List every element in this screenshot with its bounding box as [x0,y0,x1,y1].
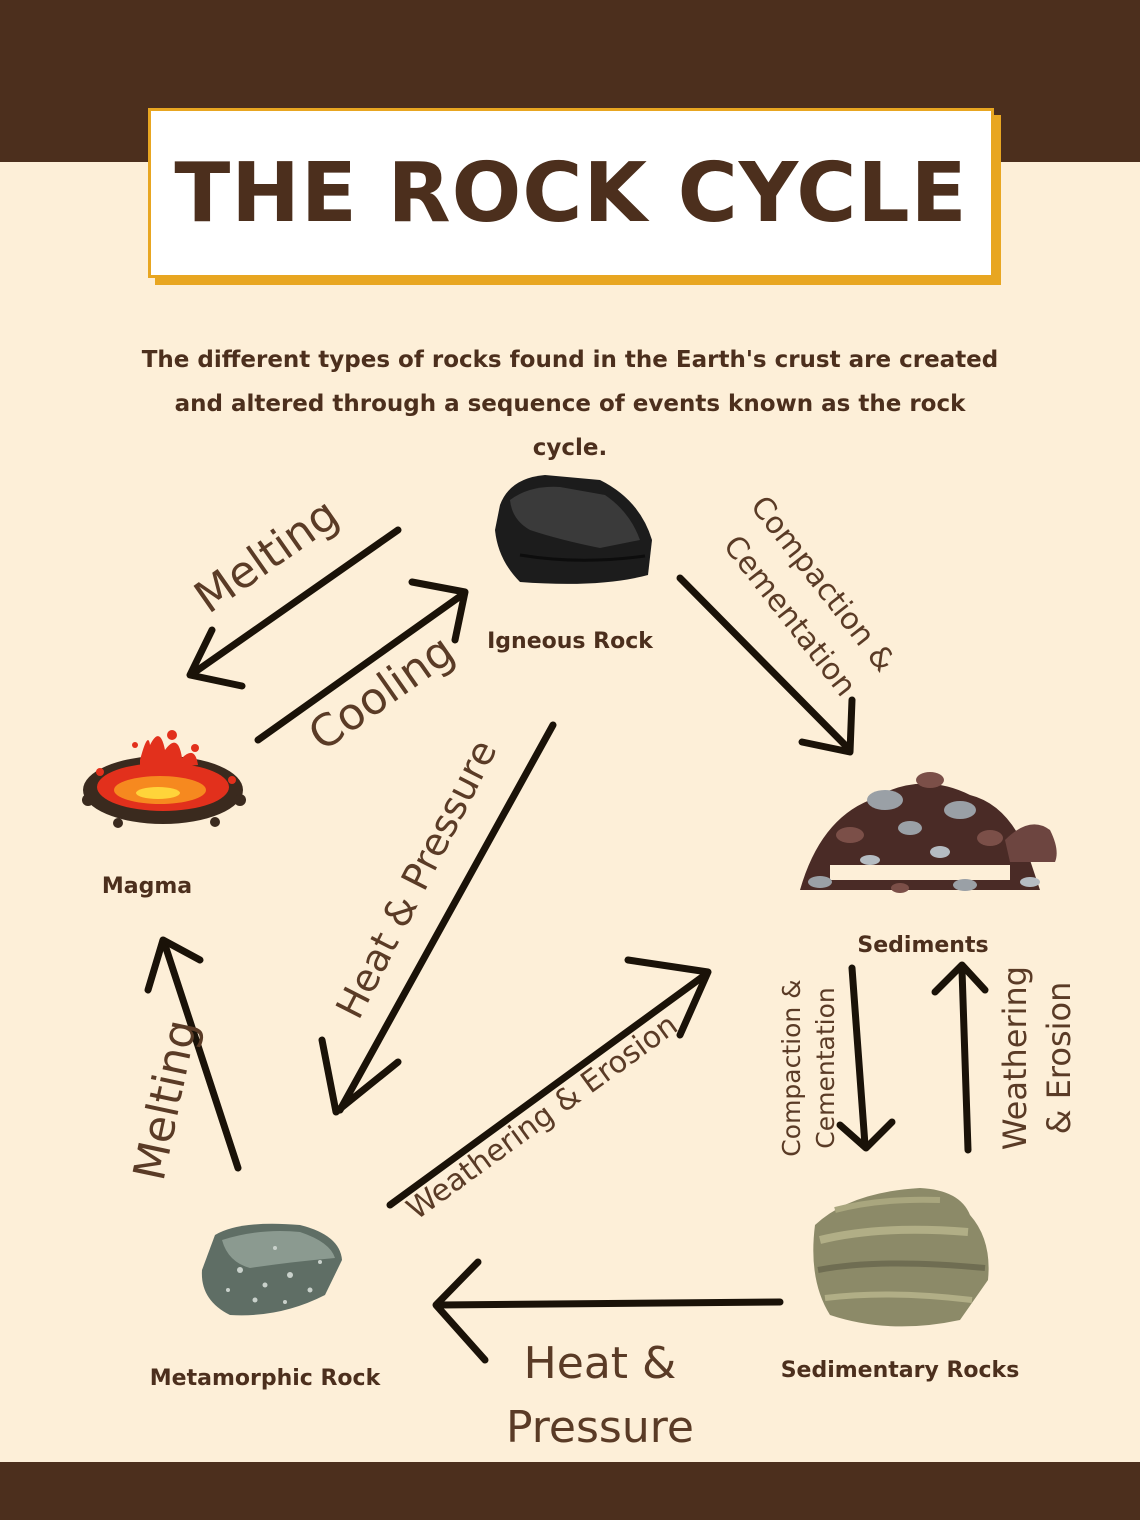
title-box: THE ROCK CYCLE [148,108,994,278]
label-heat-pressure-bottom-line2: Pressure [506,1402,694,1453]
arrow-heat-pressure-igneous-to-metamorphic [318,721,557,1116]
label-weathering-right-line2: & Erosion [1040,982,1078,1135]
sediments-icon [800,772,1057,893]
label-igneous-rock: Igneous Rock [487,629,654,654]
arrow-melting-igneous-to-magma [186,526,402,690]
sedimentary-rock-icon [813,1188,989,1327]
label-metamorphic-rock: Metamorphic Rock [150,1366,382,1391]
label-heat-pressure-diagonal: Heat & Pressure [327,733,505,1026]
label-melting-top: Melting [185,489,347,624]
intro-line-2: and altered through a sequence of events… [174,391,966,461]
igneous-rock-icon [495,475,652,584]
arrow-cooling-magma-to-igneous [254,578,469,744]
arrow-melting-metamorphic-to-magma [144,936,242,1172]
arrow-weathering-sedimentary-to-sediments [931,961,989,1154]
arrow-heat-pressure-sedimentary-to-metamorphic [432,1258,784,1364]
metamorphic-rock-icon [201,1223,342,1316]
arrow-igneous-to-sediments [676,574,856,756]
label-heat-pressure-bottom-line1: Heat & [524,1338,677,1389]
label-compaction-right-line1: Compaction & [777,979,806,1156]
label-sedimentary-rocks: Sedimentary Rocks [781,1358,1020,1383]
arrow-weathering-metamorphic-to-sediments [386,956,712,1209]
arrow-compaction-sediments-to-sedimentary [836,964,896,1152]
page-title: THE ROCK CYCLE [174,145,968,241]
intro-text: The different types of rocks found in th… [140,338,1000,470]
bottom-band [0,1462,1140,1520]
magma-icon [82,730,246,828]
intro-line-1: The different types of rocks found in th… [141,347,999,373]
label-magma: Magma [102,874,192,899]
label-melting-left: Melting [124,1015,208,1185]
label-compaction-right-line2: Cementation [811,987,840,1148]
label-weathering-right-line1: Weathering [996,966,1034,1150]
label-sediments: Sediments [857,933,988,958]
label-weathering-diagonal: Weathering & Erosion [400,1007,684,1227]
